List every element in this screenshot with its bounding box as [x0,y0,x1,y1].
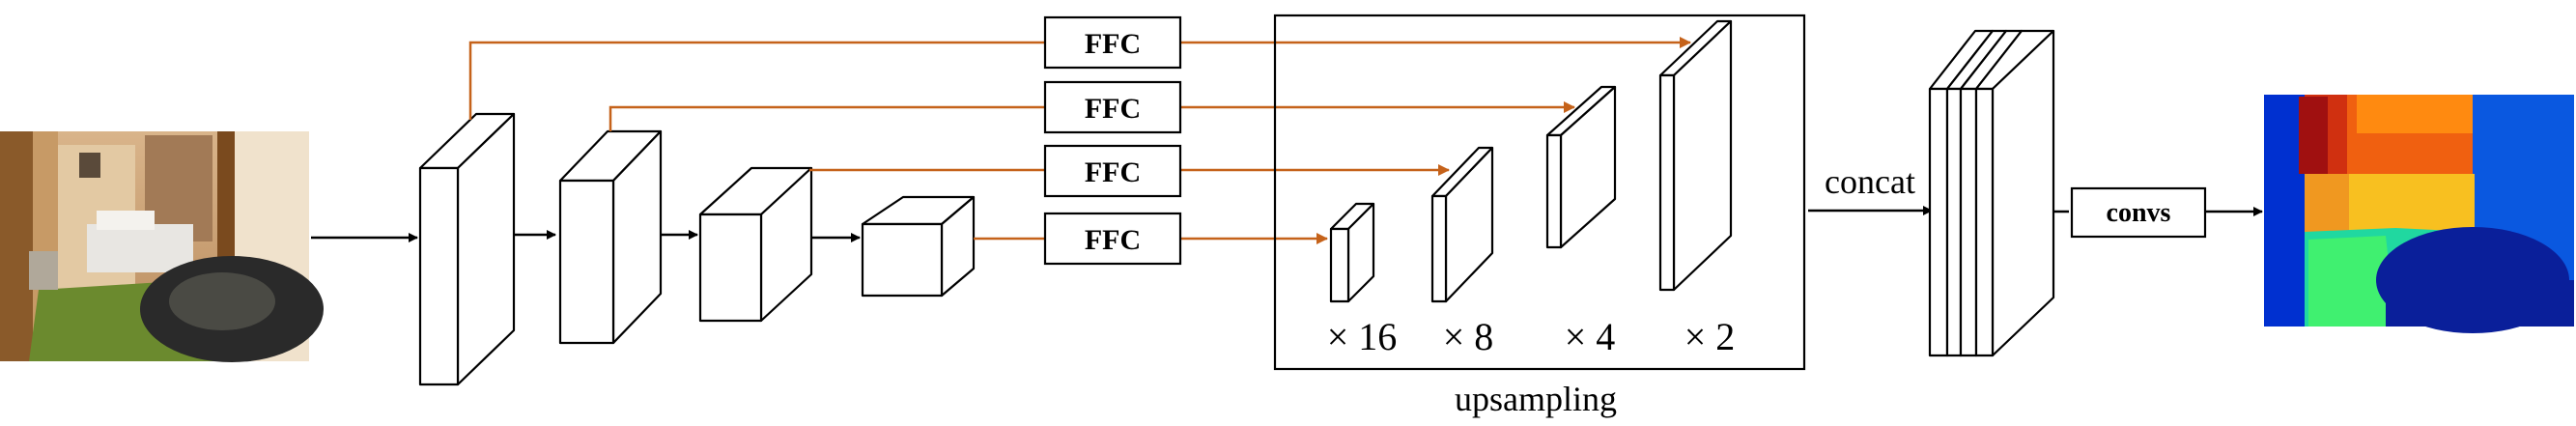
upsampled-slab-x8 [1430,146,1494,303]
upsampled-features [1329,19,1733,303]
concat-slab-4 [1974,29,2055,357]
upsampling-frame [1273,14,1806,371]
encoder-block-2 [558,129,663,345]
scale-label-x4: × 4 [1565,315,1616,358]
flow-arrows [311,206,2263,242]
upsampling-label: upsampling [1455,380,1617,418]
convs-label: convs [2107,198,2171,228]
encoder-block-1 [418,112,516,386]
ffc-label: FFC [1085,93,1141,125]
skip-line-2-in [609,105,1045,131]
ffc-block-2: FFC [1043,80,1182,134]
encoder-blocks [418,112,976,386]
ffc-block-1: FFC [1043,15,1182,70]
output-depth-map [2264,95,2574,333]
ffc-block-3: FFC [1043,144,1182,198]
scale-label-x8: × 8 [1443,315,1494,358]
upsampled-slab-x4 [1545,85,1617,249]
scale-labels: × 16 × 8 × 4 × 2 [1327,315,1736,358]
ffc-label: FFC [1085,224,1141,256]
encoder-block-3 [698,166,813,323]
upsampled-slab-x16 [1329,202,1375,303]
upsampled-slab-x2 [1658,19,1733,292]
encoder-block-4 [861,195,976,298]
ffc-label: FFC [1085,28,1141,60]
concat-label: concat [1825,162,1915,201]
ffc-block-4: FFC [1043,212,1182,266]
scale-label-x16: × 16 [1327,315,1398,358]
skip-line-1-in [468,41,1045,120]
ffc-blocks: FFC FFC FFC FFC [1043,15,1182,266]
scale-label-x2: × 2 [1684,315,1736,358]
concat-stack [1928,29,2055,357]
convs-block: convs [2070,186,2207,239]
input-image [0,131,324,362]
skip-connections [468,37,1691,244]
ffc-label: FFC [1085,156,1141,188]
